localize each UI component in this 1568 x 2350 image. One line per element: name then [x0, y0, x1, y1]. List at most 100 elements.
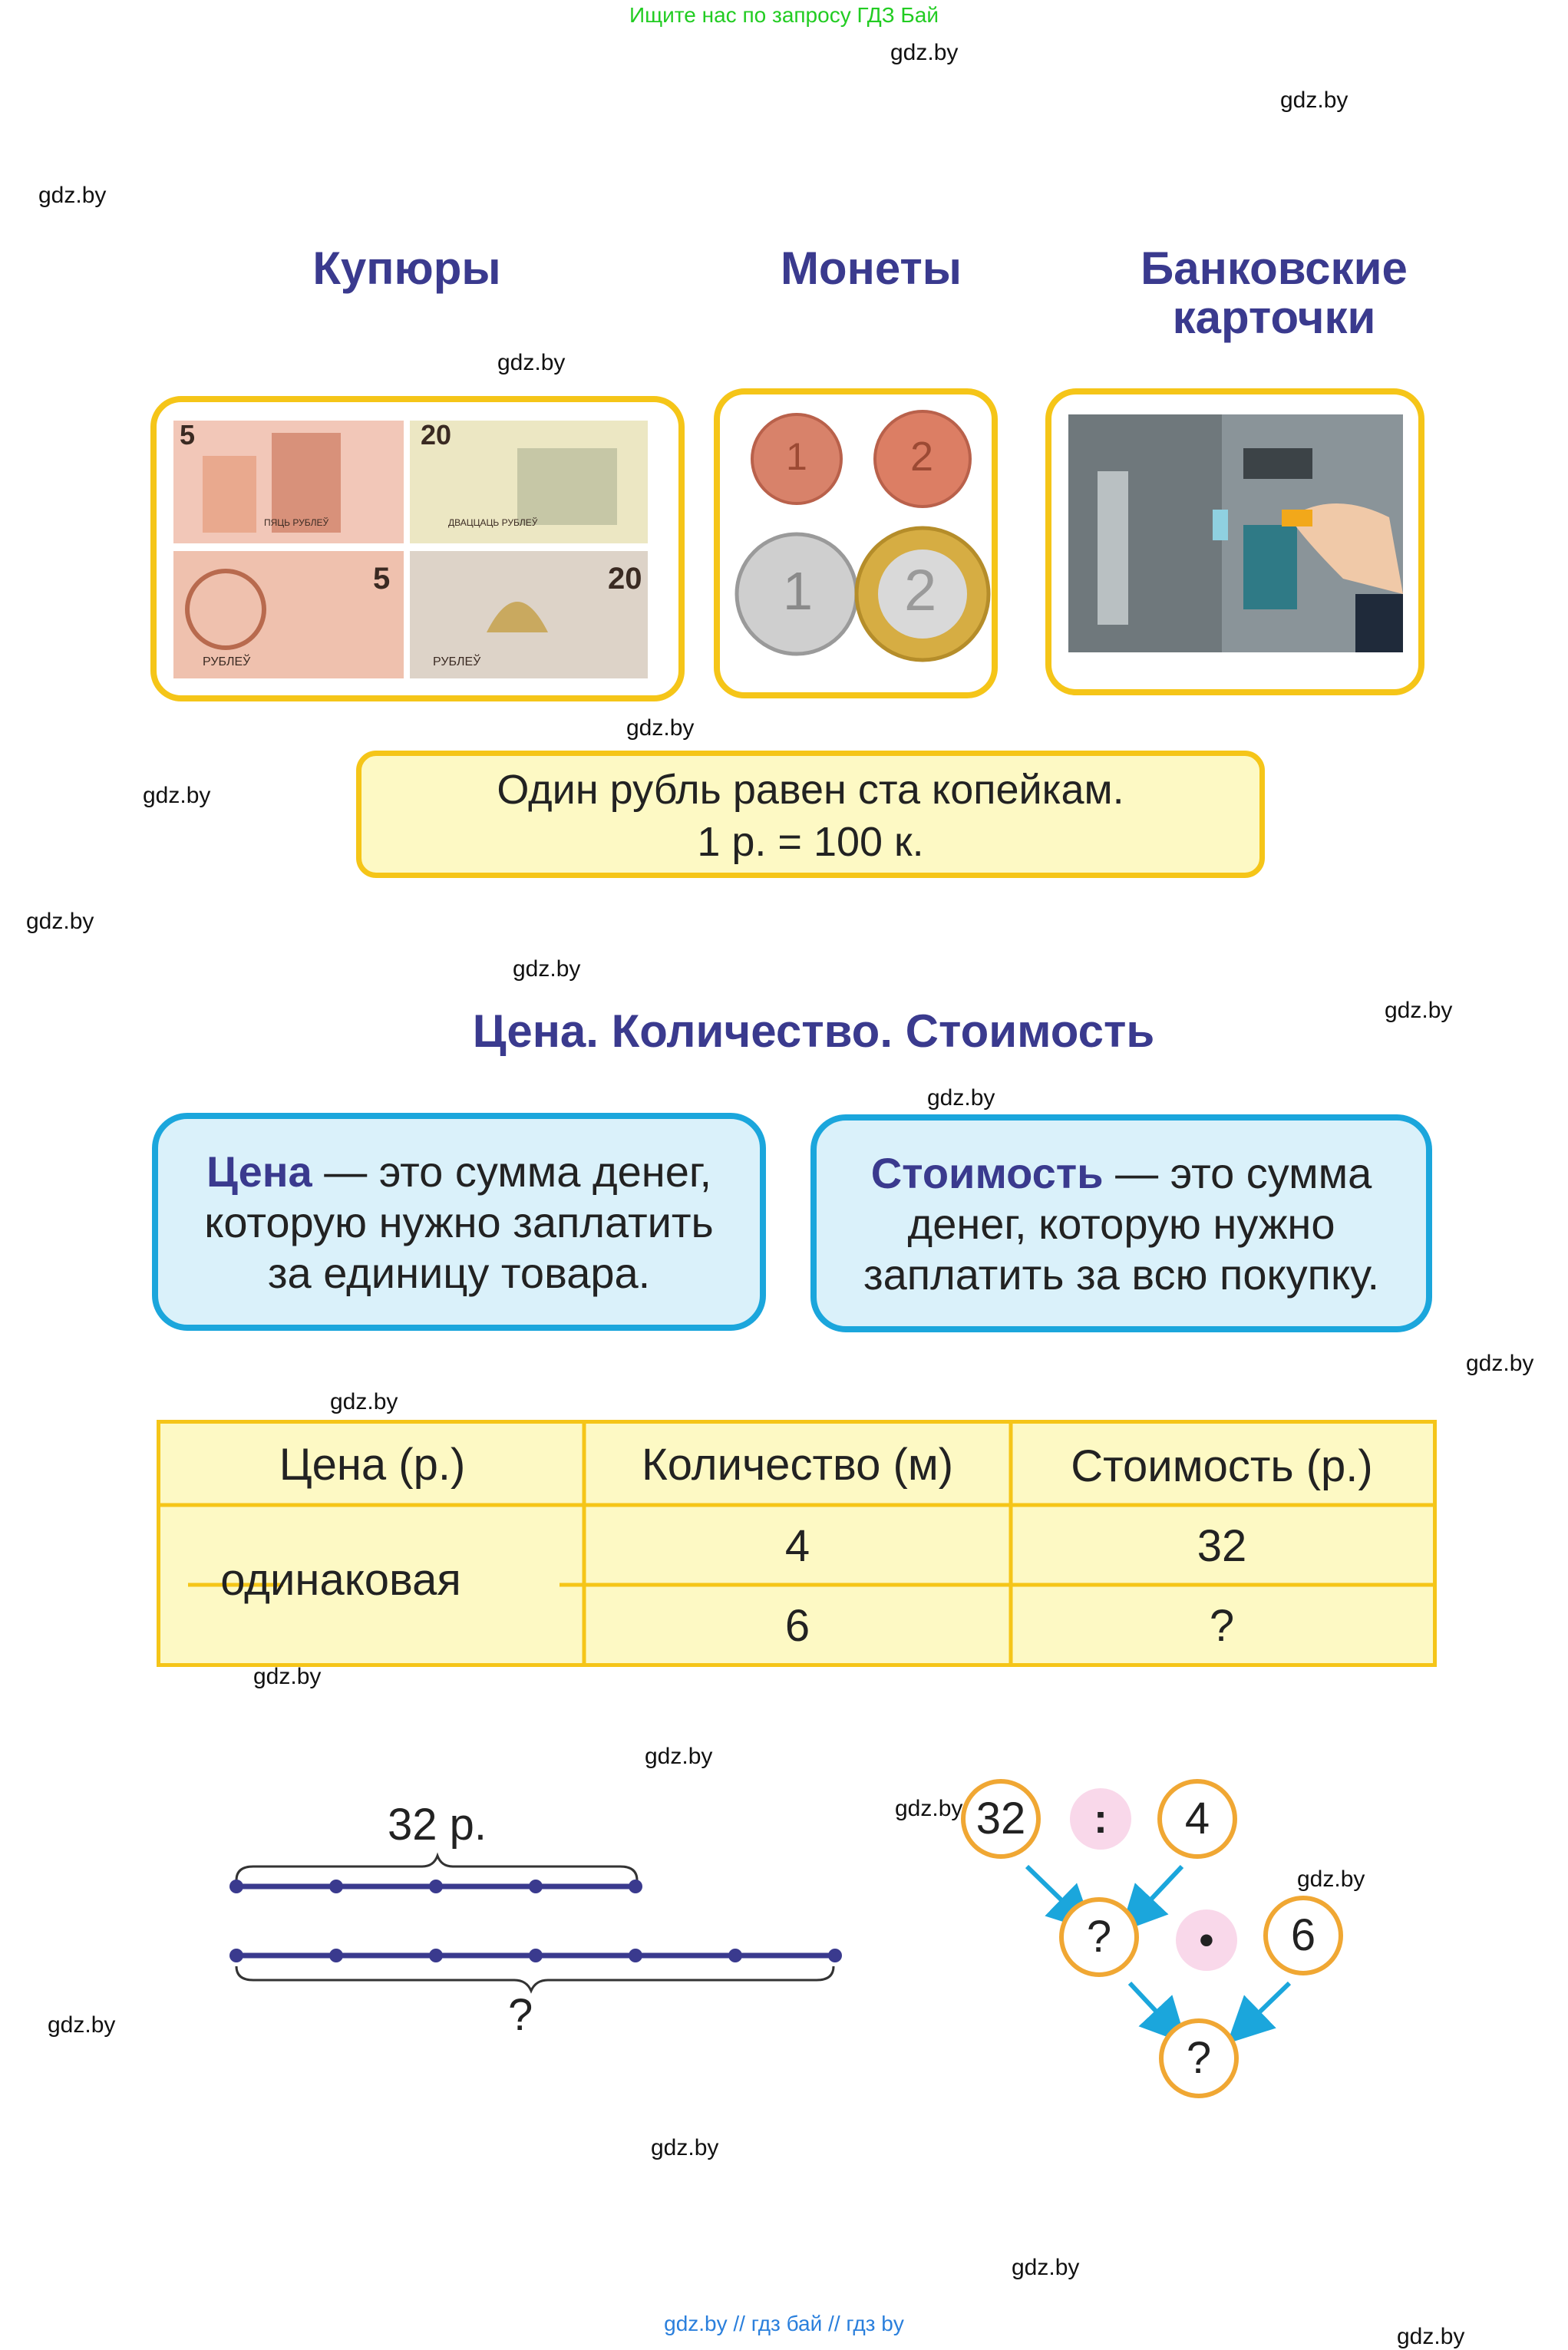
watermark: gdz.by	[895, 1796, 963, 1821]
banknote-4-value: 20	[608, 562, 642, 596]
heading-banknotes: Купюры	[312, 243, 501, 294]
table-row1-quantity: 4	[784, 1521, 810, 1571]
watermark: gdz.by	[497, 350, 566, 375]
segment-point	[728, 1949, 742, 1962]
heading-bank-cards-line2: карточки	[1172, 292, 1376, 343]
bottom-brace	[235, 1965, 835, 1994]
watermark: gdz.by	[48, 2012, 116, 2038]
cost-definition-line3: заплатить за всю покупку.	[863, 1250, 1380, 1299]
footer-links: gdz.by // гдз бай // гдз by	[664, 2312, 904, 2335]
coin-1-copper	[751, 413, 843, 505]
price-definition-line2: которую нужно заплатить	[204, 1198, 714, 1246]
price-definition-line3: за единицу товара.	[267, 1249, 651, 1297]
segment-point	[329, 1949, 343, 1962]
segment-point	[429, 1880, 443, 1893]
banknote-3-word: РУБЛЕЎ	[203, 655, 251, 668]
banknote-2-word: ДВАЦЦАЦЬ РУБЛЕЎ	[448, 517, 538, 528]
watermark: gdz.by	[26, 909, 94, 934]
watermark: gdz.by	[1297, 1866, 1365, 1892]
arrow-result-to-final	[1127, 1981, 1187, 2045]
tree-node-result1: ?	[1059, 1897, 1139, 1977]
price-definition-line1: Цена — это сумма денег,	[158, 1147, 760, 1197]
heading-bank-cards-line1: Банковские	[1141, 243, 1408, 294]
tree-node-32: 32	[961, 1779, 1041, 1859]
top-brace	[235, 1852, 639, 1881]
arrow-6-to-final	[1226, 1981, 1292, 2044]
price-term: Цена	[206, 1147, 312, 1196]
price-definition-box: Цена — это сумма денег, которую нужно за…	[152, 1113, 766, 1331]
cost-definition-box: Стоимость — это сумма денег, которую нуж…	[810, 1114, 1432, 1332]
segment-bottom-label: ?	[508, 1990, 533, 2040]
arrow-4-to-result	[1120, 1864, 1184, 1932]
segment-top-label: 32 р.	[388, 1800, 487, 1850]
atm-photo	[1068, 414, 1403, 652]
watermark: gdz.by	[38, 183, 107, 208]
banknote-1-value: 5	[180, 419, 196, 451]
table-row2-quantity: 6	[784, 1601, 810, 1651]
ruble-rule-box: Один рубль равен ста копейкам. 1 р. = 10…	[356, 751, 1265, 878]
watermark: gdz.by	[330, 1389, 398, 1414]
coin-2-copper-value: 2	[910, 434, 934, 480]
table-grid-lines	[160, 1424, 1433, 1663]
coin-2-bimetal-value: 2	[904, 558, 937, 623]
coin-1-silver-value: 1	[783, 561, 813, 621]
heading-bank-cards: Банковские карточки	[1074, 244, 1474, 342]
watermark: gdz.by	[1012, 2255, 1080, 2280]
banknotes-frame: 5 ПЯЦЬ РУБЛЕЎ 20 ДВАЦЦАЦЬ РУБЛЕЎ 5 РУБЛЕ…	[150, 396, 685, 701]
watermark: gdz.by	[651, 2135, 719, 2160]
segment-point	[629, 1880, 642, 1893]
segment-point	[828, 1949, 842, 1962]
tree-node-4: 4	[1157, 1779, 1237, 1859]
watermark: gdz.by	[1385, 998, 1453, 1023]
coins-frame: 1 2 1 2	[714, 388, 998, 698]
watermark: gdz.by	[1280, 87, 1348, 113]
watermark: gdz.by	[253, 1664, 322, 1689]
tree-op-multiply: •	[1176, 1909, 1237, 1971]
banknote-3-value: 5	[373, 562, 391, 596]
watermark: gdz.by	[927, 1085, 995, 1111]
coin-2-copper	[873, 410, 972, 508]
tree-node-6: 6	[1263, 1896, 1343, 1975]
table-header-cost: Стоимость (р.)	[1071, 1441, 1373, 1491]
heading-coins: Монеты	[780, 243, 962, 294]
tree-node-result2: ?	[1159, 2018, 1239, 2098]
section-title: Цена. Количество. Стоимость	[472, 1005, 1155, 1057]
top-banner: Ищите нас по запросу ГДЗ Бай	[629, 3, 939, 27]
cost-definition-line2: денег, которую нужно	[907, 1200, 1335, 1248]
table-row1-cost: 32	[1197, 1521, 1247, 1571]
watermark: gdz.by	[626, 715, 695, 741]
cost-term: Стоимость	[870, 1149, 1104, 1197]
cost-text-a: — это сумма	[1103, 1149, 1372, 1197]
segment-point	[329, 1880, 343, 1893]
table-header-quantity: Количество (м)	[641, 1440, 954, 1490]
segment-point	[629, 1949, 642, 1962]
banknote-1-word: ПЯЦЬ РУБЛЕЎ	[264, 517, 329, 528]
ruble-rule-line1: Один рубль равен ста копейкам.	[497, 767, 1124, 813]
banknote-4-word: РУБЛЕЎ	[433, 655, 481, 668]
segment-point	[529, 1949, 543, 1962]
table-price-value: одинаковая	[220, 1555, 461, 1605]
top-segment-dots	[229, 1880, 642, 1893]
watermark: gdz.by	[645, 1744, 713, 1769]
bank-cards-frame	[1045, 388, 1424, 695]
watermark: gdz.by	[890, 40, 959, 65]
segment-point	[229, 1949, 243, 1962]
price-text-a: — это сумма денег,	[312, 1147, 711, 1196]
coin-1-copper-value: 1	[786, 435, 807, 478]
segment-diagram	[229, 1852, 842, 1994]
table-header-price: Цена (р.)	[279, 1440, 466, 1490]
watermark: gdz.by	[513, 956, 581, 982]
table-row2-cost: ?	[1209, 1601, 1235, 1651]
watermark: gdz.by	[1466, 1351, 1534, 1376]
segment-point	[429, 1949, 443, 1962]
bottom-segment-dots	[229, 1949, 842, 1962]
banknote-2-value: 20	[421, 419, 452, 451]
cost-definition-line1: Стоимость — это сумма	[817, 1148, 1426, 1199]
segment-point	[529, 1880, 543, 1893]
watermark: gdz.by	[143, 783, 211, 808]
coins-image	[734, 410, 991, 662]
banknotes-image	[173, 421, 648, 678]
ruble-rule-line2: 1 р. = 100 к.	[697, 819, 924, 865]
price-quantity-cost-table: Цена (р.) Количество (м) Стоимость (р.) …	[157, 1420, 1437, 1667]
tree-op-divide: :	[1070, 1788, 1131, 1850]
